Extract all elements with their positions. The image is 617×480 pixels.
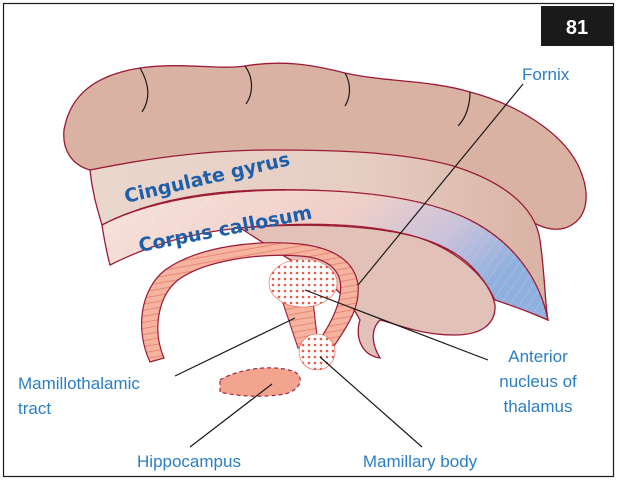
- anterior-nucleus-label-line1: Anterior: [508, 347, 568, 366]
- mamillothalamic-leader: [175, 318, 295, 376]
- mamillothalamic-label-line2: tract: [18, 399, 51, 418]
- anterior-nucleus-label-line2: nucleus of: [499, 372, 577, 391]
- fornix-label: Fornix: [522, 65, 570, 84]
- hippocampus: [220, 368, 300, 396]
- anterior-nucleus-of-thalamus: [269, 259, 337, 307]
- mamillothalamic-label-line1: Mamillothalamic: [18, 374, 140, 393]
- page-number: 81: [566, 17, 588, 39]
- mamillary-body-label: Mamillary body: [363, 452, 478, 471]
- hippocampus-label: Hippocampus: [137, 452, 241, 471]
- mamillary-body-leader: [320, 357, 422, 447]
- anterior-nucleus-label-line3: thalamus: [504, 397, 573, 416]
- mamillary-body: [299, 334, 335, 370]
